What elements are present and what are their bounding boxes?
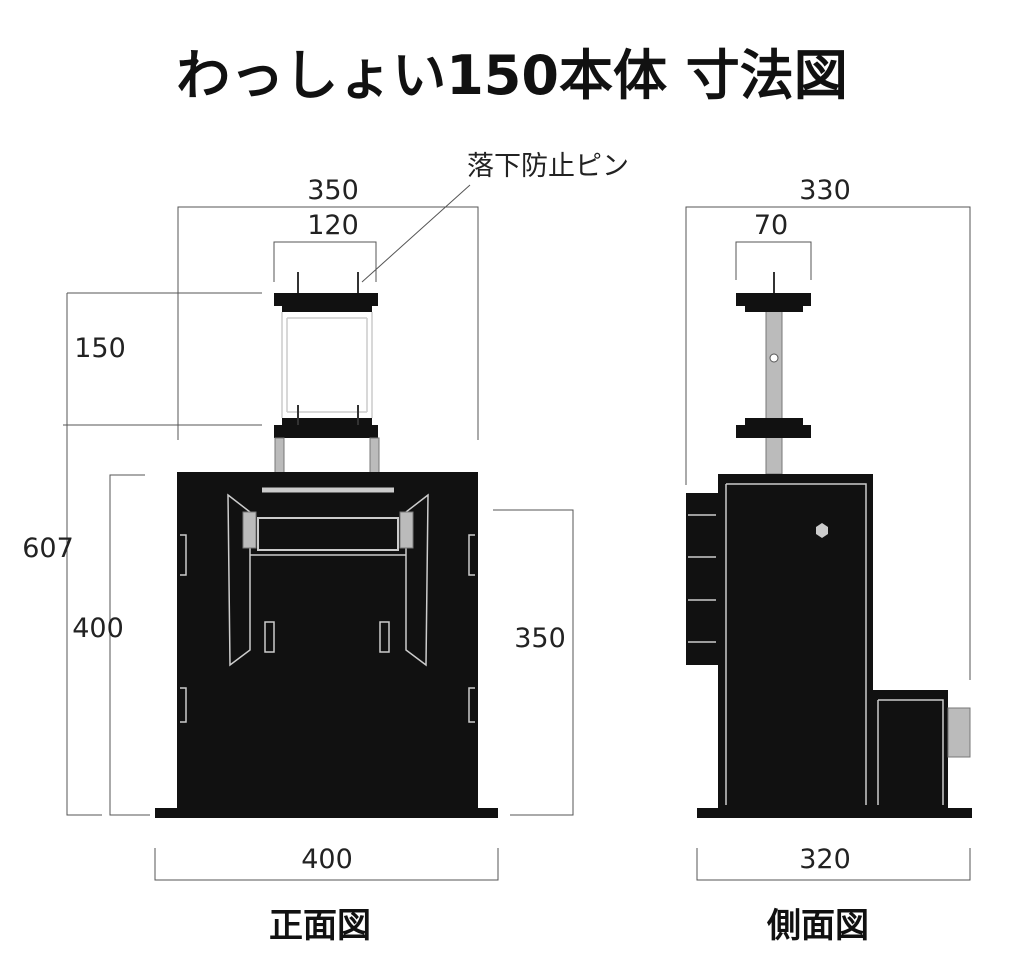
dim-body-height: 400 xyxy=(72,613,124,644)
side-handle xyxy=(736,272,811,475)
page-title: わっしょい150本体 寸法図 xyxy=(176,44,848,107)
front-dimension-lines xyxy=(63,184,574,881)
pin-label: 落下防止ピン xyxy=(467,151,629,182)
front-handle xyxy=(274,272,380,491)
front-caption: 正面図 xyxy=(269,906,371,946)
dim-side-height: 350 xyxy=(514,623,566,654)
side-view: 330 70 320 側面図 xyxy=(685,175,972,946)
dim-total-height: 607 xyxy=(22,533,74,564)
dim-handle-depth: 70 xyxy=(754,210,788,241)
dim-handle-height: 150 xyxy=(74,333,126,364)
dim-overall-width: 350 xyxy=(307,175,359,206)
dim-base-width: 400 xyxy=(301,844,353,875)
side-caption: 側面図 xyxy=(766,906,869,946)
side-body xyxy=(686,474,972,818)
side-dimension-lines xyxy=(685,206,971,881)
front-view: 350 120 落下防止ピン 150 607 400 350 400 xyxy=(22,151,629,946)
dim-base-depth: 320 xyxy=(799,844,851,875)
dim-handle-width: 120 xyxy=(307,210,359,241)
front-body xyxy=(155,472,498,818)
dim-overall-depth: 330 xyxy=(799,175,851,206)
